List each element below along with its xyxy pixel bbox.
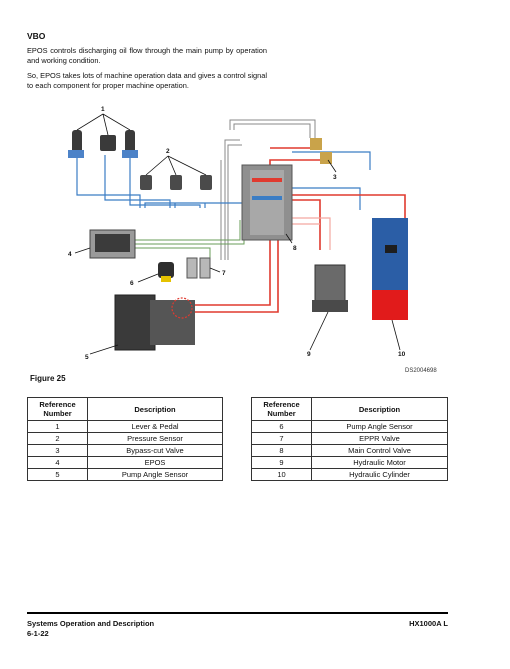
desc-cell: EPOS [87,456,223,469]
section-title: VBO [27,31,46,41]
hydraulic-motor-component [312,264,348,312]
desc-cell: Hydraulic Cylinder [311,468,448,481]
figure-label: Figure 25 [30,374,66,383]
desc-cell: Bypass-cut Valve [87,444,223,457]
eppr-valve-component [186,257,211,279]
callout-9: 9 [307,351,311,358]
callout-6: 6 [130,280,134,287]
footer-model: HX1000A L [409,619,448,628]
footer-section-title: Systems Operation and Description [27,619,155,628]
hydraulic-cylinder-component [372,218,408,320]
ref-cell: 5 [27,468,88,481]
header-description: Description [311,397,448,421]
ref-cell: 8 [251,444,312,457]
ref-cell: 10 [251,468,312,481]
header-reference-number: Reference Number [27,397,88,421]
header-description: Description [87,397,223,421]
main-control-valve-component [241,164,293,241]
callout-7: 7 [222,270,226,277]
page-number: 6-1-22 [27,629,49,638]
ref-cell: 3 [27,444,88,457]
epos-controller-component [89,229,136,259]
callout-2: 2 [166,148,170,155]
desc-cell: Main Control Valve [311,444,448,457]
desc-cell: Pump Angle Sensor [87,468,223,481]
footer-divider [27,612,448,614]
pressure-sensor-component [140,175,212,190]
hydraulic-system-diagram: 1 2 3 4 5 6 7 8 9 10 [68,106,408,361]
intro-paragraph-1: EPOS controls discharging oil flow throu… [27,46,267,65]
callout-5: 5 [85,354,89,361]
ref-cell: 2 [27,432,88,445]
desc-cell: Pump Angle Sensor [311,420,448,433]
ref-cell: 6 [251,420,312,433]
callout-1: 1 [101,106,105,113]
callout-10: 10 [398,351,406,358]
ref-cell: 4 [27,456,88,469]
ref-cell: 9 [251,456,312,469]
header-reference-number: Reference Number [251,397,312,421]
callout-3: 3 [333,174,337,181]
desc-cell: Hydraulic Motor [311,456,448,469]
ref-cell: 7 [251,432,312,445]
desc-cell: EPPR Valve [311,432,448,445]
intro-paragraph-2: So, EPOS takes lots of machine operation… [27,71,267,90]
figure-code: DS2004698 [405,368,437,374]
ref-cell: 1 [27,420,88,433]
lever-pedal-component [68,130,138,158]
callout-8: 8 [293,245,297,252]
main-pump-component [114,294,195,351]
desc-cell: Lever & Pedal [87,420,223,433]
callout-4: 4 [68,251,72,258]
pump-angle-sensor-upper-component [158,262,174,282]
desc-cell: Pressure Sensor [87,432,223,445]
